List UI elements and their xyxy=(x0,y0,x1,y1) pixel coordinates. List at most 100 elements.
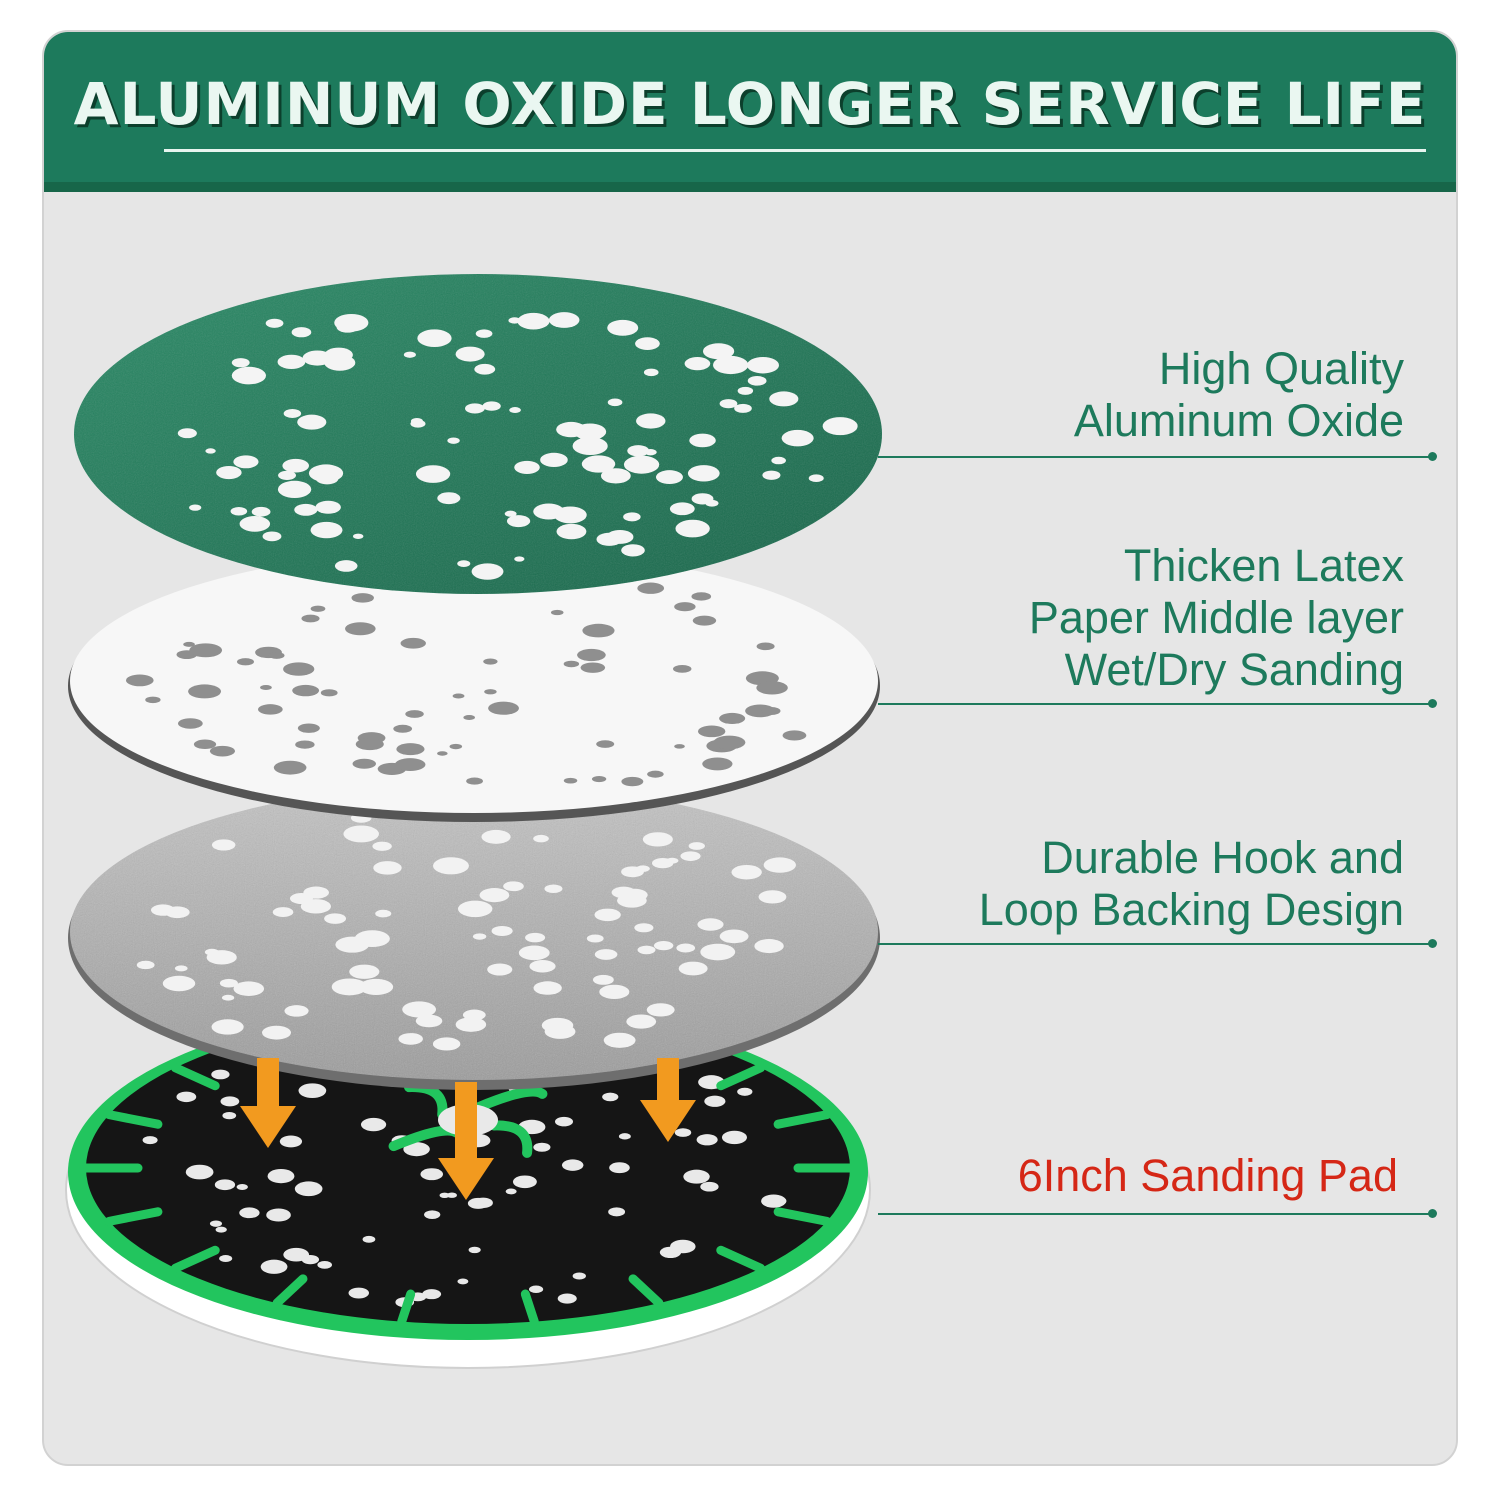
perforation-hole xyxy=(260,685,272,691)
perforation-hole xyxy=(618,1133,631,1140)
perforation-hole xyxy=(721,1130,747,1145)
title-banner: ALUMINUM OXIDE LONGER SERVICE LIFE xyxy=(44,32,1456,182)
grey-disc-holes xyxy=(136,798,797,1051)
perforation-hole xyxy=(746,356,779,374)
perforation-hole xyxy=(674,744,685,749)
perforation-hole xyxy=(294,1181,323,1197)
perforation-hole xyxy=(185,1164,214,1180)
perforation-hole xyxy=(684,357,711,371)
callout-line: 6Inch Sanding Pad xyxy=(1017,1150,1398,1201)
perforation-hole xyxy=(457,1278,469,1285)
perforation-hole xyxy=(508,317,521,324)
perforation-hole xyxy=(781,429,814,447)
grey-hook-loop-disc xyxy=(68,784,880,1090)
perforation-hole xyxy=(297,414,327,430)
pad-channel xyxy=(716,1063,766,1091)
perforation-hole xyxy=(162,975,196,992)
perforation-hole xyxy=(666,857,679,864)
perforation-hole xyxy=(713,355,749,375)
perforation-hole xyxy=(211,1069,230,1080)
pad-channel xyxy=(716,1245,766,1273)
perforation-hole xyxy=(514,460,540,474)
callout-line: Durable Hook and xyxy=(1041,832,1404,883)
perforation-hole xyxy=(301,1254,320,1265)
perforation-hole xyxy=(782,730,807,741)
perforation-hole xyxy=(193,739,217,750)
perforation-hole xyxy=(260,1259,288,1274)
perforation-hole xyxy=(415,1014,443,1028)
leader-line-2 xyxy=(878,703,1430,705)
perforation-hole xyxy=(561,1159,584,1171)
perforation-hole xyxy=(762,470,781,480)
perforation-hole xyxy=(236,658,254,666)
perforation-hole xyxy=(188,684,222,699)
perforation-hole xyxy=(621,544,645,557)
perforation-hole xyxy=(771,456,786,465)
perforation-hole xyxy=(402,1001,437,1018)
perforation-hole xyxy=(734,403,752,413)
perforation-hole xyxy=(700,1181,719,1192)
perforation-hole xyxy=(398,1033,423,1045)
perforation-hole xyxy=(432,1037,461,1051)
pad-channel xyxy=(397,1289,416,1327)
perforation-hole xyxy=(176,1091,197,1103)
perforation-hole xyxy=(659,1246,682,1259)
perforation-hole xyxy=(239,1207,260,1219)
perforation-hole xyxy=(219,1255,233,1263)
perforation-hole xyxy=(655,470,683,485)
perforation-hole xyxy=(646,1003,675,1017)
perforation-hole xyxy=(647,770,664,778)
perforation-hole xyxy=(266,1208,291,1222)
perforation-hole xyxy=(284,1005,309,1017)
perforation-hole xyxy=(279,1135,303,1148)
perforation-hole xyxy=(737,386,754,395)
perforation-hole xyxy=(422,1289,442,1300)
perforation-hole xyxy=(705,499,719,507)
perforation-hole xyxy=(221,994,235,1001)
pad-channel xyxy=(170,1063,220,1091)
perforation-hole xyxy=(487,963,513,976)
perforation-hole xyxy=(603,1032,636,1048)
pad-channel xyxy=(104,1110,163,1129)
perforation-hole xyxy=(394,758,426,772)
perforation-hole xyxy=(278,470,297,481)
perforation-hole xyxy=(697,918,724,931)
perforation-hole xyxy=(211,839,236,851)
perforation-hole xyxy=(375,909,392,918)
perforation-hole xyxy=(687,465,720,482)
perforation-hole xyxy=(466,777,483,785)
perforation-hole xyxy=(220,1096,240,1107)
perforation-hole xyxy=(282,458,309,473)
perforation-hole xyxy=(623,512,641,522)
perforation-hole xyxy=(354,930,390,948)
perforation-hole xyxy=(763,857,797,873)
perforation-hole xyxy=(582,623,615,638)
perforation-hole xyxy=(262,531,282,542)
perforation-hole xyxy=(400,637,426,649)
perforation-hole xyxy=(623,455,660,474)
arrow-shaft xyxy=(455,1082,477,1162)
perforation-hole xyxy=(556,421,587,438)
perforation-hole xyxy=(457,560,471,568)
green-abrasive-disc xyxy=(74,274,882,594)
perforation-hole xyxy=(324,354,356,371)
perforation-hole xyxy=(702,343,735,360)
callout-line: Paper Middle layer xyxy=(1028,592,1404,643)
perforation-hole xyxy=(636,865,650,872)
perforation-hole xyxy=(475,329,493,338)
perforation-hole xyxy=(672,664,692,673)
perforation-hole xyxy=(484,689,497,695)
perforation-hole xyxy=(591,776,607,783)
perforation-hole xyxy=(555,1116,574,1127)
perforation-hole xyxy=(277,354,306,370)
perforation-hole xyxy=(719,712,746,724)
perforation-hole xyxy=(491,925,513,937)
perforation-hole xyxy=(294,503,318,516)
perforation-hole xyxy=(372,841,392,851)
perforation-hole xyxy=(222,1111,237,1120)
perforation-hole xyxy=(506,515,531,528)
perforation-hole xyxy=(301,614,320,623)
perforation-hole xyxy=(216,465,242,480)
perforation-hole xyxy=(550,609,564,616)
perforation-hole xyxy=(310,605,326,612)
